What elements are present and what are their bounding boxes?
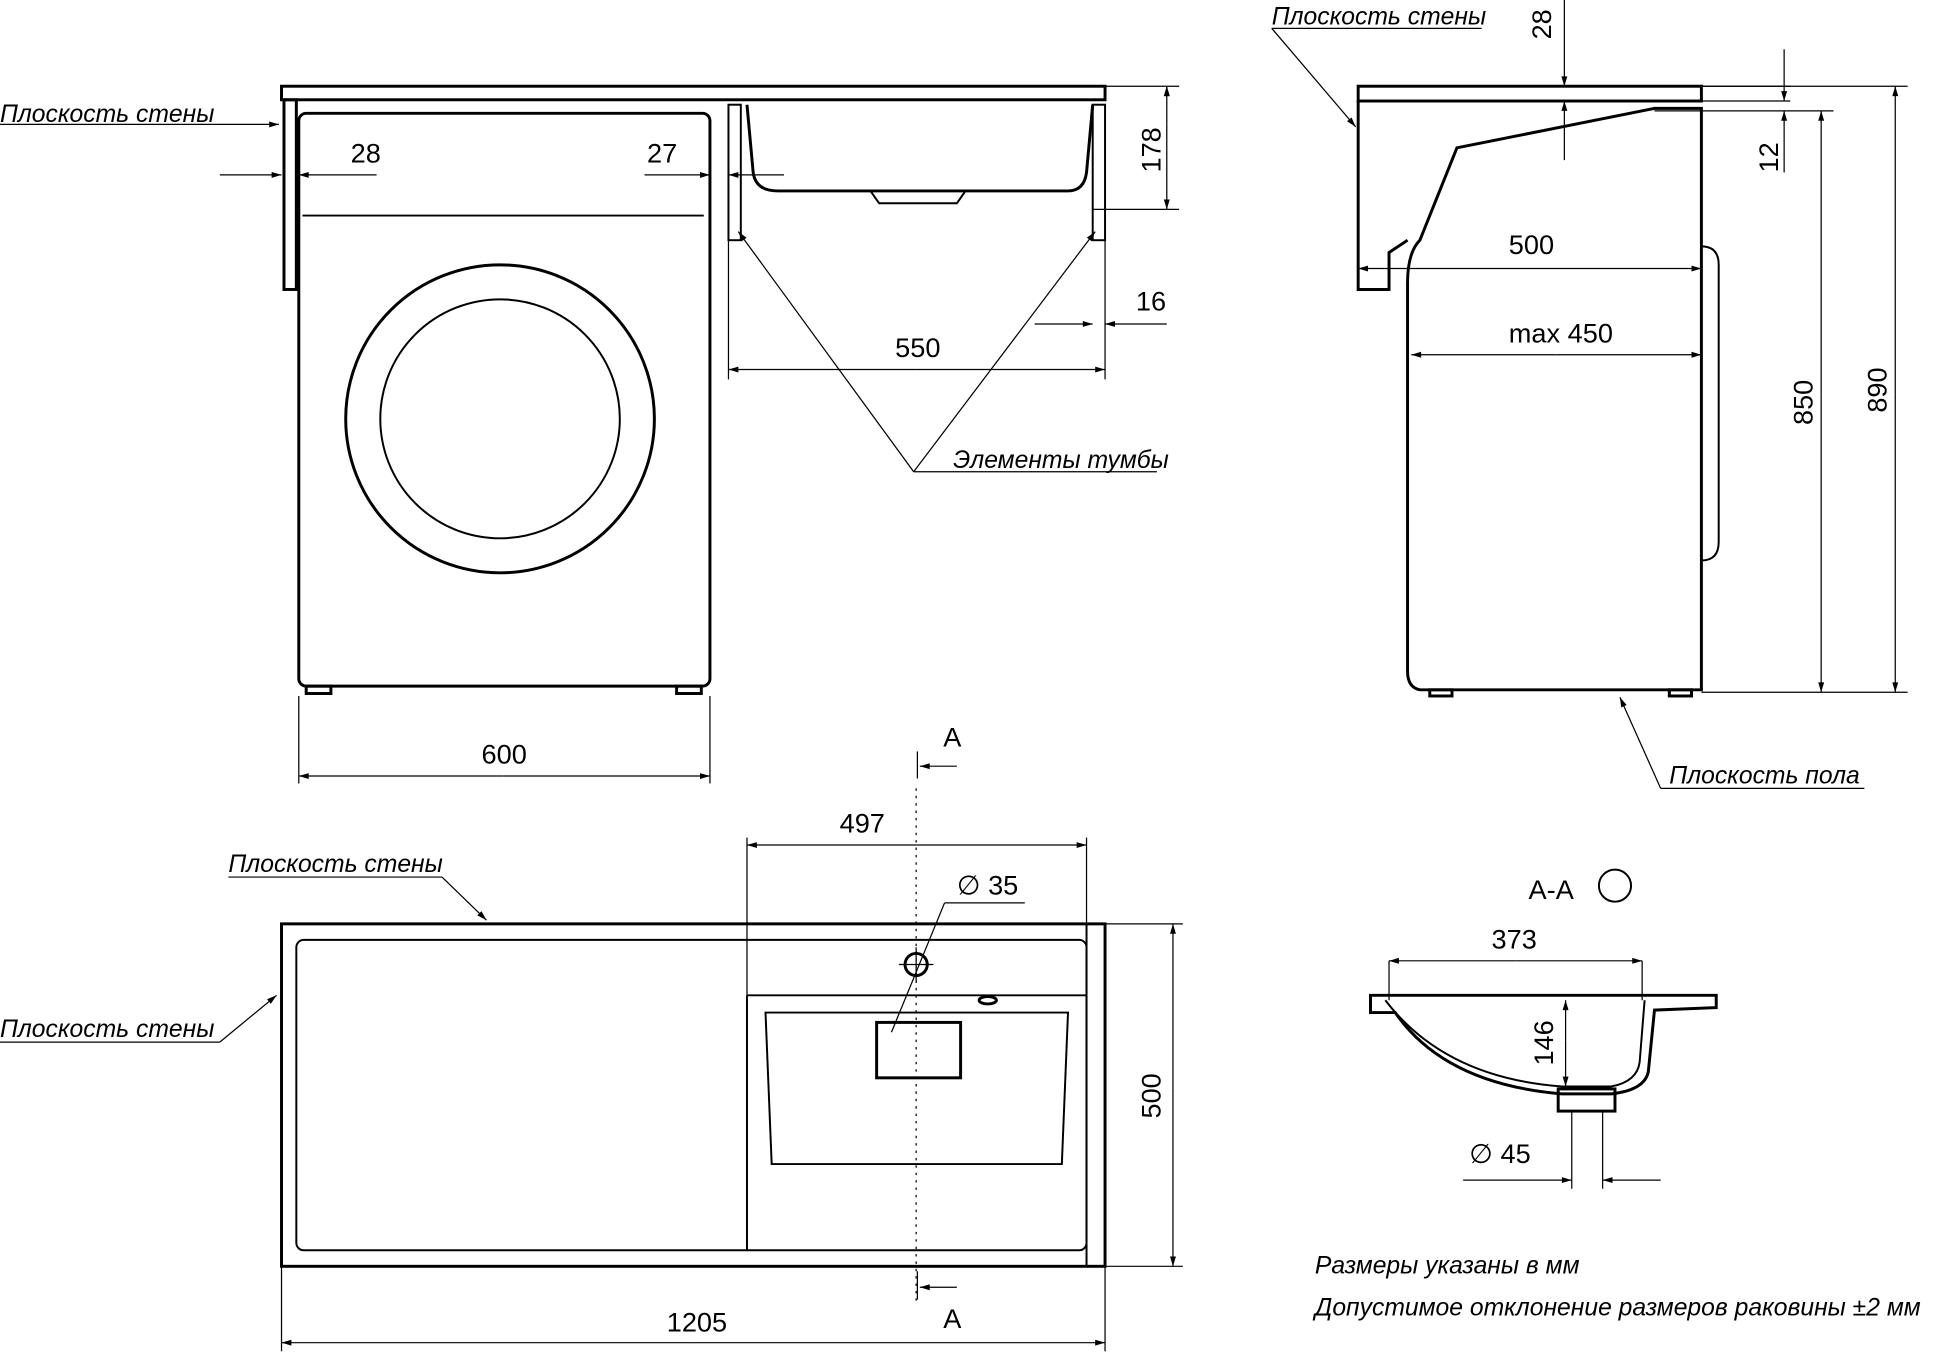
dim-side-gap: 27 xyxy=(647,138,677,169)
sink-section xyxy=(1369,993,1718,1096)
dim-wall-gap: 28 xyxy=(351,138,381,169)
overflow-drain xyxy=(875,1020,963,1080)
dim-panel: 16 xyxy=(1136,285,1166,316)
sink-basin xyxy=(745,104,1095,193)
wall-plane-label-top: Плоскость стены xyxy=(228,851,442,878)
dim-faucet-hole: ∅ 35 xyxy=(957,869,1018,900)
wall-plane-label-side: Плоскость стены xyxy=(1272,4,1486,31)
dim-bowl-width: 373 xyxy=(1492,924,1537,955)
countertop-side xyxy=(1356,84,1703,103)
rotation-icon xyxy=(1597,868,1633,903)
cabinet-panel-left xyxy=(727,103,742,242)
dim-washer-width: 600 xyxy=(482,739,527,770)
cabinet-elements-label: Элементы тумбы xyxy=(953,447,1169,474)
dim-sink-height: 178 xyxy=(1136,127,1167,172)
section-mark-top: А xyxy=(943,722,962,753)
dim-step: 12 xyxy=(1753,142,1784,172)
work-surface xyxy=(295,938,1088,1252)
top-view: А А 497 ∅ 35 Плоскость стены Плоскость с… xyxy=(0,722,1183,1352)
countertop-top xyxy=(280,922,1107,1268)
dim-top-thickness: 28 xyxy=(1526,9,1557,39)
section-view: А-А 373 146 ∅ 45 xyxy=(1369,868,1718,1189)
dim-depth-top: 500 xyxy=(1136,1073,1167,1118)
front-view: Плоскость стены 28 27 178 16 550 Элемент… xyxy=(0,84,1180,784)
dim-cabinet-width: 550 xyxy=(895,332,940,363)
countertop xyxy=(280,84,1107,102)
dim-sink-width: 497 xyxy=(840,808,885,839)
section-mark-bottom: А xyxy=(943,1303,962,1334)
section-title: А-А xyxy=(1529,874,1575,905)
wall-bracket-side xyxy=(1356,101,1409,291)
side-view: Плоскость стены 28 12 500 max 450 850 89… xyxy=(1271,0,1908,789)
dim-total-height: 890 xyxy=(1862,367,1893,412)
note-units: Размеры указаны в мм xyxy=(1315,1253,1580,1280)
washer-door-bulge xyxy=(1701,245,1720,562)
wall-plane-label-left: Плоскость стены xyxy=(0,1016,214,1043)
wall-plane-label: Плоскость стены xyxy=(0,101,214,128)
sink-bowl-top xyxy=(746,994,1087,1251)
cabinet-panel-right xyxy=(1091,103,1107,242)
wall-bracket xyxy=(282,98,298,291)
dim-max-washer-depth: max 450 xyxy=(1509,317,1613,348)
dim-washer-height: 850 xyxy=(1788,380,1819,425)
drain-outlet xyxy=(1556,1087,1617,1113)
dim-drain: ∅ 45 xyxy=(1469,1138,1530,1169)
washer-door xyxy=(344,263,656,575)
washer-side xyxy=(1406,106,1703,692)
dim-bowl-depth: 146 xyxy=(1528,1020,1559,1065)
note-tolerance: Допустимое отклонение размеров раковины … xyxy=(1312,1295,1921,1322)
floor-plane-label: Плоскость пола xyxy=(1669,762,1859,789)
washing-machine xyxy=(297,111,712,688)
dim-depth: 500 xyxy=(1509,229,1554,260)
dim-total-width: 1205 xyxy=(667,1307,727,1338)
